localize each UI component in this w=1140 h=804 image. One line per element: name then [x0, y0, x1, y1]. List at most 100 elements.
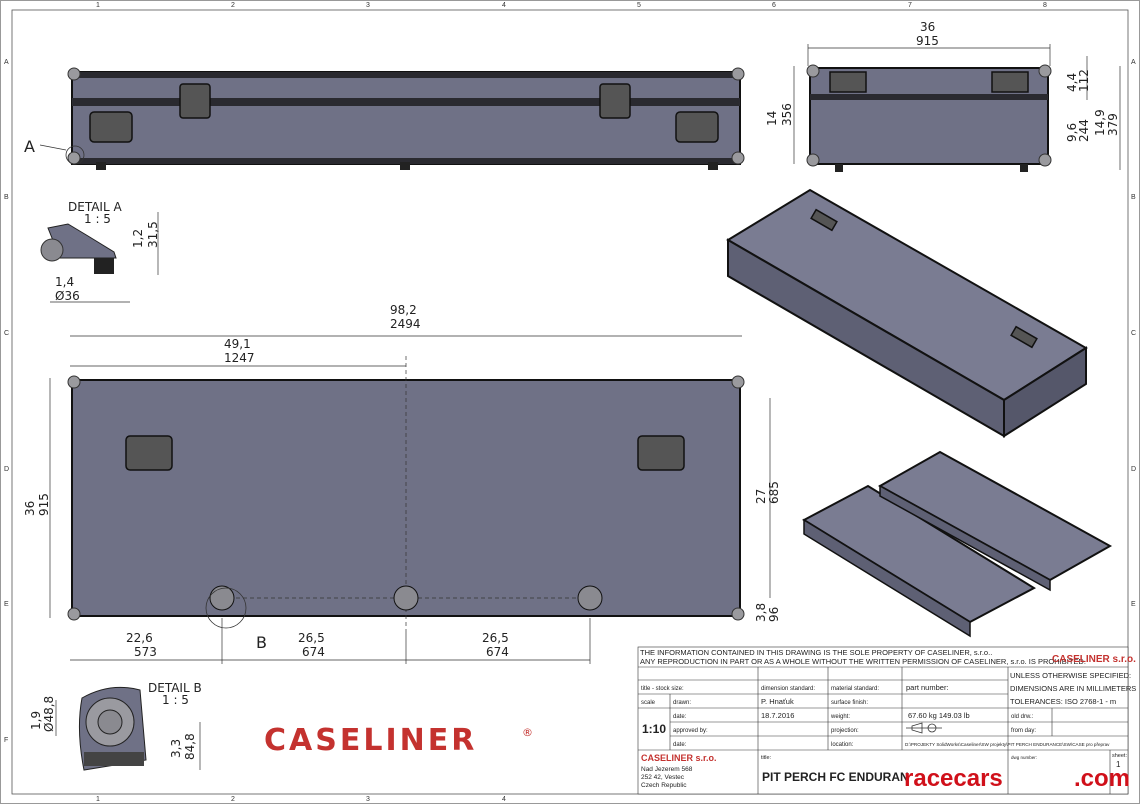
- title-block-text: THE INFORMATION CONTAINED IN THIS DRAWIN…: [640, 648, 1136, 789]
- handle-icon: [637, 435, 685, 471]
- dim-a-h-mm: 31,5: [146, 221, 160, 248]
- dim-b-d-in: 1,9: [29, 711, 43, 730]
- handle-icon: [125, 435, 173, 471]
- field-label: date:: [673, 742, 687, 748]
- dim-wheel-offset-in: 22,6: [126, 631, 153, 645]
- col-label: 5: [637, 2, 641, 9]
- dim-wheel-offset-mm: 573: [134, 645, 157, 659]
- projection-symbol-icon: [906, 722, 942, 734]
- detail-a-marker: A: [24, 137, 35, 156]
- column-labels: 1 2 3 4 5 6 7 8 1 2 3 4: [96, 2, 1047, 803]
- dim-length-in: 98,2: [390, 303, 417, 317]
- row-label: C: [1131, 330, 1136, 337]
- logo-text: CASELINER: [264, 723, 477, 758]
- dim-lid-mm: 112: [1077, 69, 1091, 92]
- dim-lid-in: 4,4: [1065, 73, 1079, 92]
- field-label: title - stock size:: [641, 686, 684, 692]
- dim-total-mm: 379: [1106, 113, 1120, 136]
- dim-half-in: 49,1: [224, 337, 251, 351]
- detail-a-scale: 1 : 5: [84, 212, 111, 226]
- dim-a-d-mm: Ø36: [55, 289, 80, 303]
- dim-edge-in: 3,8: [754, 603, 768, 622]
- tolerance-note: UNLESS OTHERWISE SPECIFIED:: [1010, 671, 1131, 680]
- field-label: old drw.:: [1011, 714, 1034, 720]
- field-label: dimension standard:: [761, 686, 815, 692]
- inner-frame: [11, 9, 1129, 795]
- wheel-icon: [577, 585, 603, 611]
- row-label: D: [1131, 466, 1136, 473]
- dim-base-in: 9,6: [1065, 123, 1079, 142]
- company-name: CASELINER s.r.o.: [641, 753, 717, 763]
- row-label: E: [4, 601, 9, 608]
- dim-inner-in: 27: [754, 489, 768, 504]
- dim-b-h-mm: 84,8: [183, 733, 197, 760]
- field-label: title:: [761, 755, 772, 761]
- field-label: location:: [831, 742, 854, 748]
- dim-edge-mm: 96: [767, 607, 781, 622]
- dim-a-h-in: 1,2: [131, 229, 145, 248]
- watermark: racecars .com: [904, 765, 1130, 792]
- wheel-icon: [393, 585, 419, 611]
- row-label: A: [1131, 59, 1136, 66]
- notice-line: THE INFORMATION CONTAINED IN THIS DRAWIN…: [640, 648, 992, 657]
- latch-icon: [179, 83, 211, 119]
- side-view: 36 915 14 356 4,4 112 9,6 244 14,9 379: [765, 20, 1121, 172]
- col-label: 7: [908, 2, 912, 9]
- dim-width-in: 36: [920, 20, 935, 34]
- handle-icon: [89, 111, 133, 143]
- row-label: B: [1131, 194, 1136, 201]
- dim-height-mm: 356: [780, 103, 794, 126]
- dim-pitch2-mm: 674: [486, 645, 509, 659]
- dim-total-in: 14,9: [1093, 109, 1107, 136]
- location-value: D:\PROJEKTY SolidWorks\Caseliner\SW proj…: [905, 742, 1110, 747]
- company-header: CASELINER s.r.o.: [1052, 654, 1136, 665]
- col-label: 3: [366, 796, 370, 803]
- notice-line: ANY REPRODUCTION IN PART OR AS A WHOLE W…: [640, 657, 1086, 666]
- address-line: 252 42, Vestec: [641, 774, 685, 781]
- dim-b-h-in: 3,3: [169, 739, 183, 758]
- col-label: 6: [772, 2, 776, 9]
- dim-half-mm: 1247: [224, 351, 255, 365]
- row-label: E: [1131, 601, 1136, 608]
- wheel-icon: [209, 585, 235, 611]
- col-label: 8: [1043, 2, 1047, 9]
- field-label: weight:: [830, 714, 850, 720]
- dim-length-mm: 2494: [390, 317, 421, 331]
- field-label: drawn:: [673, 700, 691, 706]
- row-label: B: [4, 194, 9, 201]
- detail-b-title: DETAIL B: [148, 681, 202, 695]
- detail-b-scale: 1 : 5: [162, 693, 189, 707]
- drawing-title: PIT PERCH FC ENDURAN: [762, 770, 909, 784]
- caseliner-logo: CASELINER ®: [264, 723, 533, 758]
- field-label: sheet:: [1112, 753, 1127, 759]
- field-label: part number:: [906, 683, 949, 692]
- date-value: 18.7.2016: [761, 711, 794, 720]
- row-label: A: [4, 59, 9, 66]
- col-label: 3: [366, 2, 370, 9]
- sheet-value: 1: [1116, 760, 1121, 769]
- dim-pitch1-mm: 674: [302, 645, 325, 659]
- dim-height-in: 14: [765, 111, 779, 126]
- detail-b: DETAIL B 1 : 5 1,9 Ø48,8 3,3 84,8: [29, 681, 202, 771]
- handle-icon: [675, 111, 719, 143]
- dim-pitch2-in: 26,5: [482, 631, 509, 645]
- title-block: [637, 646, 1129, 795]
- watermark-right: .com: [1074, 765, 1130, 792]
- row-label: F: [4, 737, 8, 744]
- field-label: scale: [641, 700, 656, 706]
- row-label: C: [4, 330, 9, 337]
- field-label: surface finish:: [831, 700, 868, 706]
- detail-b-marker: B: [256, 633, 267, 652]
- col-label: 4: [502, 796, 506, 803]
- col-label: 1: [96, 2, 100, 9]
- drawn-value: P. Hnaťuk: [761, 697, 794, 706]
- field-label: dwg number:: [1011, 755, 1037, 760]
- dim-b-d-mm: Ø48,8: [42, 696, 56, 732]
- field-label: approved by:: [673, 728, 708, 734]
- col-label: 2: [231, 2, 235, 9]
- dim-base-mm: 244: [1077, 119, 1091, 142]
- dim-inner-mm: 685: [767, 481, 781, 504]
- latch-icon: [599, 83, 631, 119]
- watermark-left: racecars: [904, 765, 1003, 792]
- dim-pitch1-in: 26,5: [298, 631, 325, 645]
